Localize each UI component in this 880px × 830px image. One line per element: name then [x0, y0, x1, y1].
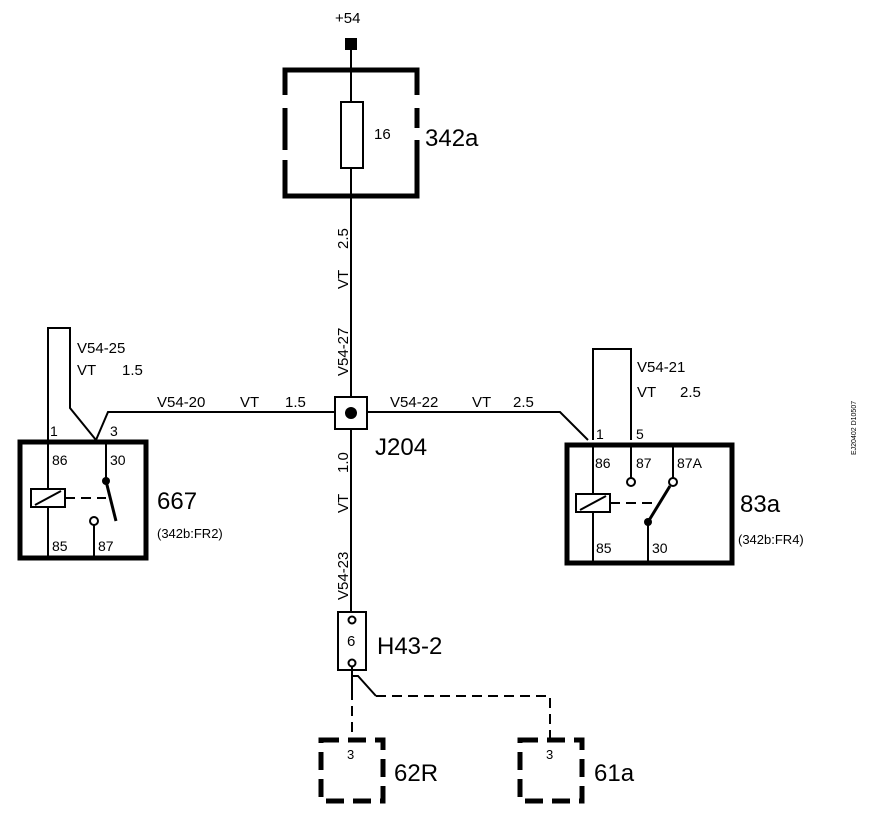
relay-83a-contact-87a	[668, 477, 678, 487]
relay-83a-pin-30: 30	[652, 540, 668, 556]
left-wire-id: V54-20	[157, 394, 205, 411]
wire-to-61a-solid	[352, 675, 377, 697]
relay-667-coil-slash	[34, 490, 62, 506]
relay-667-box	[17, 439, 149, 561]
left-feed-color: VT	[77, 362, 96, 379]
main-wire-upper-size: 2.5	[335, 228, 352, 249]
relay-667-pin-1: 1	[50, 423, 58, 439]
right-feed-id: V54-21	[637, 359, 685, 376]
relay-83a-pin-87a: 87A	[677, 455, 703, 471]
left-wire-color: VT	[240, 394, 259, 411]
right-wire-size: 2.5	[513, 394, 534, 411]
wire-to-61a-dashed	[376, 695, 551, 738]
right-feed-size: 2.5	[680, 384, 701, 401]
main-wire-lower-color: VT	[335, 494, 352, 513]
main-wire-lower-size: 1.0	[335, 452, 352, 473]
relay-667-ref: (342b:FR2)	[157, 526, 223, 541]
relay-83a-label: 83a	[740, 491, 781, 518]
relay-667-pin-30: 30	[110, 452, 126, 468]
main-wire-upper-color: VT	[335, 270, 352, 289]
relay-83a-contact-87	[626, 477, 636, 487]
left-wire-size: 1.5	[285, 394, 306, 411]
right-wire-id: V54-22	[390, 394, 438, 411]
relay-667-pin-87: 87	[98, 538, 114, 554]
relay-83a-pin-86: 86	[595, 455, 611, 471]
side-code: EJ20402 D10507	[851, 401, 858, 455]
relay-83a-coil-slash	[579, 495, 607, 511]
left-feed-size: 1.5	[122, 362, 143, 379]
relay-667-label: 667	[157, 488, 197, 515]
fuse-element	[340, 101, 364, 169]
connector-bottom-pin	[347, 658, 357, 668]
component-61a-box	[517, 737, 585, 804]
relay-667-pin-85: 85	[52, 538, 68, 554]
connector-pin-number: 6	[347, 633, 355, 650]
supply-label: +54	[335, 10, 360, 27]
component-62r-pin: 3	[347, 747, 354, 762]
component-61a-label: 61a	[594, 760, 635, 787]
relay-83a-pin-85: 85	[596, 540, 612, 556]
fuse-box-342a	[282, 67, 420, 199]
relay-83a-pin-1: 1	[596, 426, 604, 442]
left-branch-wire	[95, 411, 335, 441]
relay-667-pin-86: 86	[52, 452, 68, 468]
left-feed-wire	[47, 327, 97, 441]
junction-dot	[345, 407, 357, 419]
connector-label: H43-2	[377, 633, 442, 660]
right-feed-wire	[592, 348, 632, 440]
connector-top-pin	[347, 615, 357, 625]
right-wire-color: VT	[472, 394, 491, 411]
relay-667-switch-blade	[104, 480, 118, 522]
relay-83a-pin-5: 5	[636, 426, 644, 442]
relay-83a-switch-blade	[646, 485, 672, 523]
right-branch-wire	[367, 411, 589, 441]
relay-83a-ref: (342b:FR4)	[738, 532, 804, 547]
component-62r-label: 62R	[394, 760, 438, 787]
relay-83a-pin-87: 87	[636, 455, 652, 471]
main-wire-lower-id: V54-23	[335, 552, 352, 600]
relay-83a-box	[564, 442, 735, 566]
relay-667-pin-3: 3	[110, 423, 118, 439]
right-feed-color: VT	[637, 384, 656, 401]
supply-terminal	[345, 38, 357, 50]
fuse-number: 16	[374, 126, 391, 143]
relay-667-contact-87	[89, 516, 99, 526]
junction-label: J204	[375, 434, 427, 461]
component-61a-pin: 3	[546, 747, 553, 762]
left-feed-id: V54-25	[77, 340, 125, 357]
component-62r-box	[318, 737, 386, 804]
main-wire-upper-id: V54-27	[335, 328, 352, 376]
fuse-label: 342a	[425, 125, 479, 152]
